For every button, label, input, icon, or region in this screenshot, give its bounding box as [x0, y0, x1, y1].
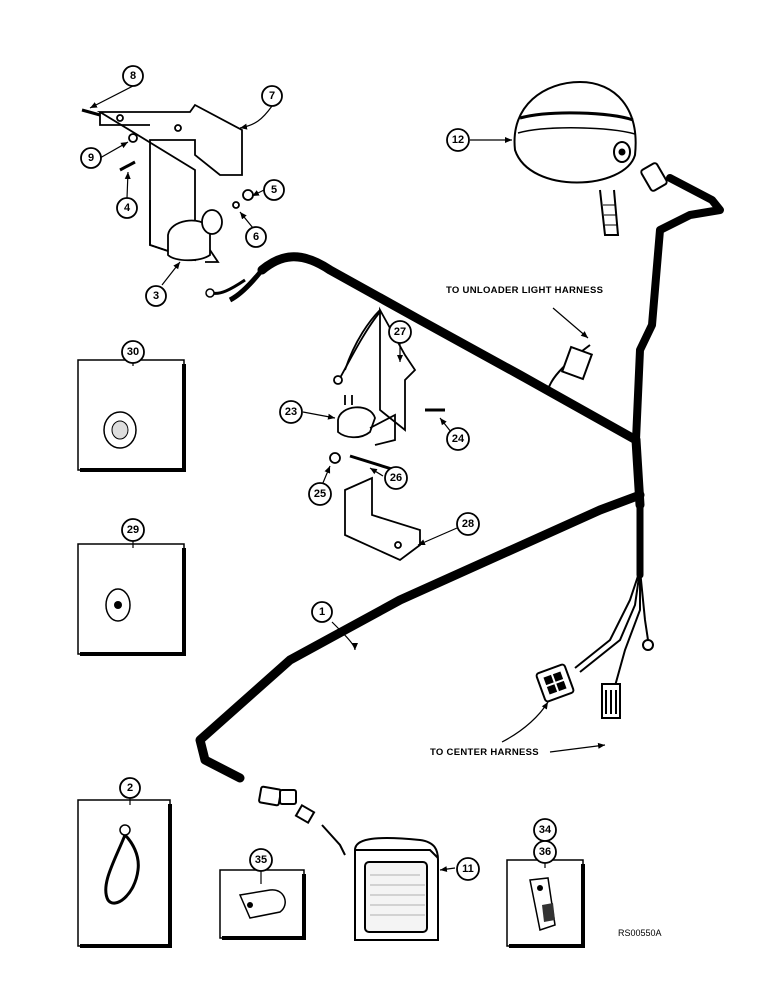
warning-light [258, 785, 439, 941]
callouts [80, 65, 557, 881]
inset-29 [77, 543, 186, 656]
callout-28: 28 [462, 518, 474, 530]
switch-bracket-assembly [329, 306, 445, 472]
callout-1: 1 [319, 606, 325, 618]
callout-36: 36 [539, 846, 551, 858]
ground-lead [205, 268, 264, 303]
center-harness-connector [535, 663, 621, 719]
callout-circle-2 [119, 777, 141, 799]
callout-25: 25 [314, 488, 326, 500]
callout-24: 24 [452, 433, 465, 445]
callout-circle-11 [456, 857, 480, 881]
callout-9: 9 [88, 152, 94, 164]
callout-6: 6 [253, 231, 259, 243]
label-center-harness: TO CENTER HARNESS [430, 747, 539, 758]
callout-27: 27 [394, 326, 406, 338]
callout-circle-8 [122, 65, 144, 87]
callout-circle-3 [145, 285, 167, 307]
callout-34: 34 [539, 824, 552, 836]
callout-7: 7 [269, 90, 275, 102]
callout-numbers: 8 9 4 7 5 6 3 12 27 23 24 26 25 28 30 29… [88, 70, 552, 875]
inset-2 [77, 799, 172, 948]
callout-11: 11 [462, 863, 474, 875]
unloader-connector [547, 344, 594, 391]
reference-code: RS00550A [618, 928, 662, 938]
main-harness [195, 174, 724, 783]
inset-30 [77, 359, 186, 472]
callout-circle-12 [446, 128, 470, 152]
callout-3: 3 [153, 290, 159, 302]
callout-circle-23 [279, 400, 303, 424]
label-unloader-light-harness: TO UNLOADER LIGHT HARNESS [446, 285, 603, 296]
callout-circle-1 [311, 601, 333, 623]
callout-circle-29 [121, 518, 145, 542]
inset-34-36 [506, 859, 585, 948]
callout-35: 35 [255, 854, 267, 866]
callout-8: 8 [130, 70, 136, 82]
callout-23: 23 [285, 406, 297, 418]
callout-circle-5 [263, 179, 285, 201]
callout-2: 2 [127, 782, 133, 794]
inset-35 [219, 869, 306, 940]
beacon-light [513, 80, 668, 236]
callout-circle-7 [261, 85, 283, 107]
callout-circle-35 [249, 848, 273, 872]
callout-circle-26 [384, 466, 408, 490]
callout-circle-4 [116, 197, 138, 219]
callout-circle-6 [245, 226, 267, 248]
callout-circle-25 [308, 482, 332, 506]
bracket-assembly [81, 103, 254, 263]
callout-26: 26 [390, 472, 402, 484]
callout-4: 4 [124, 202, 131, 214]
callout-circle-9 [80, 147, 102, 169]
callout-circle-24 [446, 427, 470, 451]
callout-circle-30 [121, 340, 145, 364]
callout-circle-36 [533, 840, 557, 864]
callout-circle-28 [456, 512, 480, 536]
callout-29: 29 [127, 524, 139, 536]
callout-12: 12 [452, 134, 464, 146]
callout-5: 5 [271, 184, 277, 196]
callout-circle-27 [388, 320, 412, 344]
branch-leads [574, 569, 654, 687]
callout-30: 30 [127, 346, 139, 358]
lower-bracket [344, 476, 421, 562]
